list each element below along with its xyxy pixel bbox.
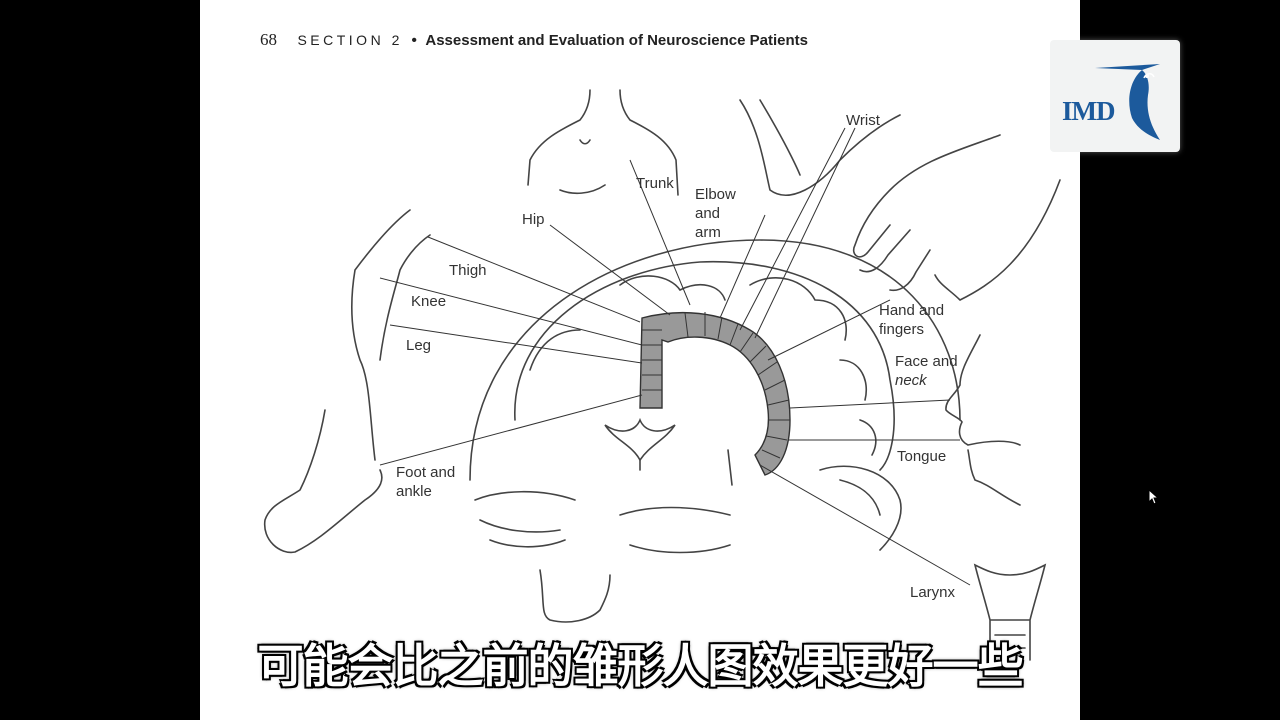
label-knee: Knee: [411, 293, 447, 310]
header-bullet: •: [411, 32, 417, 49]
label-elbow-line1: Elbow: [695, 186, 736, 203]
leader-hip: [549, 224, 671, 316]
label-leg: Leg: [406, 337, 432, 354]
label-foot-and-ankle: Foot and ankle: [396, 463, 455, 501]
leader-trunk: [629, 159, 691, 306]
label-hip: Hip: [522, 211, 545, 228]
label-face-line1: Face and: [895, 353, 958, 370]
leader-hand: [767, 299, 891, 361]
woodpecker-icon: [1095, 64, 1160, 140]
leader-face: [789, 399, 951, 409]
label-elbow-line3: arm: [695, 224, 721, 241]
sensory-homunculus-diagram: [264, 89, 1061, 661]
elbow-arm-figure: [739, 99, 901, 196]
label-tongue: Tongue: [897, 448, 947, 465]
leader-thigh: [427, 236, 641, 323]
hand-figure: [852, 134, 1061, 301]
label-larynx: Larynx: [910, 584, 956, 601]
leader-wrist-2: [754, 127, 856, 339]
mouse-cursor-icon: [1149, 490, 1159, 505]
label-elbow-and-arm: Elbow and arm: [695, 185, 736, 242]
leader-elbow: [719, 214, 766, 319]
face-bottom: [474, 465, 902, 623]
logo-text: IMD: [1062, 96, 1115, 126]
leader-larynx: [759, 464, 971, 586]
leader-wrist: [739, 127, 846, 331]
label-trunk: Trunk: [636, 175, 674, 192]
head-outline: [469, 239, 961, 481]
page-header: 68 SECTION 2 • Assessment and Evaluation…: [260, 30, 808, 50]
video-subtitle: 可能会比之前的雏形人图效果更好一些: [257, 640, 1024, 692]
label-hand-line2: fingers: [879, 321, 925, 338]
label-wrist: Wrist: [846, 112, 880, 129]
brain-outline: [514, 260, 895, 471]
label-foot-line2: ankle: [396, 483, 432, 500]
larynx-figure: [973, 563, 1047, 661]
face-profile: [945, 334, 1021, 506]
label-face-and-neck: Face and neck: [895, 352, 958, 390]
leader-leg: [389, 324, 643, 364]
sensory-cortex-strip: [639, 311, 791, 476]
leader-knee: [379, 277, 643, 346]
textbook-page: 68 SECTION 2 • Assessment and Evaluation…: [200, 0, 1080, 720]
leg-figure: [264, 209, 431, 554]
page-number: 68: [260, 30, 277, 49]
leader-foot: [379, 394, 643, 466]
section-label: SECTION 2: [297, 32, 403, 48]
imd-logo: IMD: [1050, 40, 1180, 152]
label-thigh: Thigh: [449, 262, 487, 279]
label-foot-line1: Foot and: [396, 464, 456, 481]
label-hand-and-fingers: Hand and fingers: [879, 301, 944, 339]
label-elbow-line2: and: [695, 205, 721, 222]
trunk-figure: [527, 89, 679, 196]
label-face-line2: neck: [895, 372, 927, 389]
label-hand-line1: Hand and: [879, 302, 945, 319]
section-title: Assessment and Evaluation of Neuroscienc…: [425, 32, 808, 49]
